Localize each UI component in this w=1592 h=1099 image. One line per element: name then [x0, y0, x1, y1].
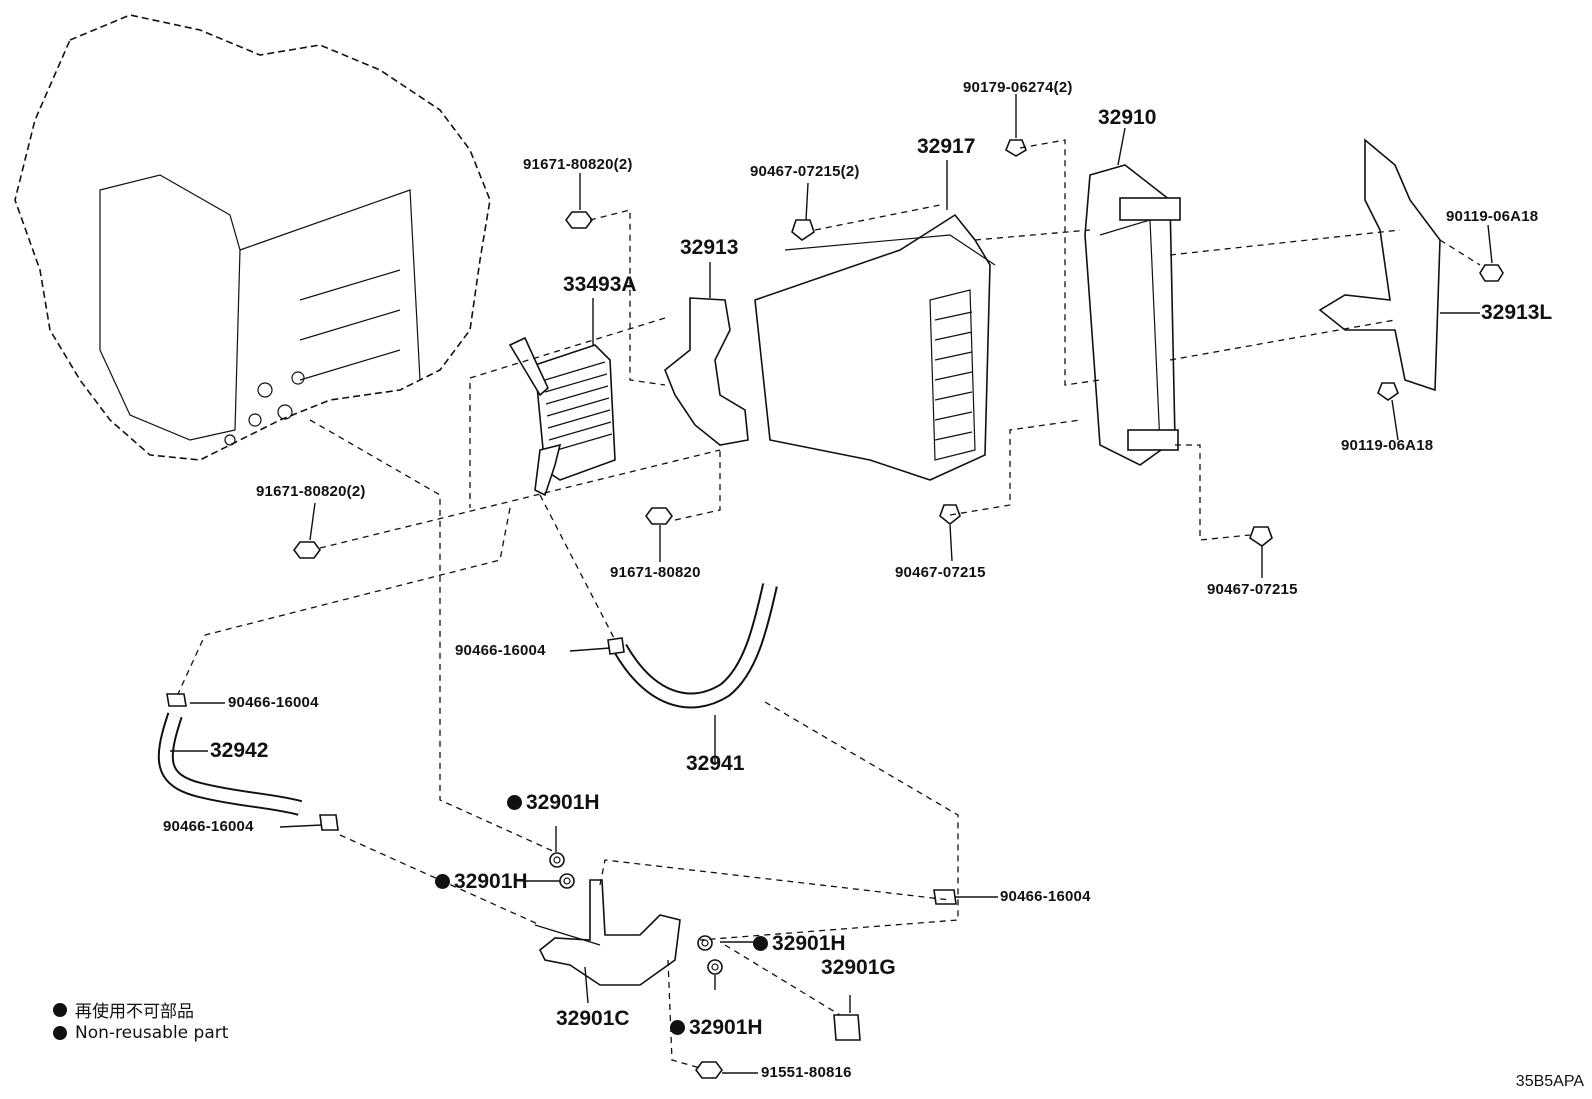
label-bolt-right: 90119-06A18 [1446, 208, 1539, 225]
label-bolt-right-low: 90119-06A18 [1341, 437, 1434, 454]
legend-line-japanese: 再使用不可部品 [53, 997, 194, 1022]
label-bracket-32913: 32913 [680, 236, 739, 259]
label-gasket-2: 32901H [435, 871, 528, 892]
label-clip-bottom-right: 90467-07215 [1207, 581, 1298, 598]
bracket-32913 [664, 297, 749, 446]
gasket-3-number: 32901H [772, 932, 846, 955]
non-reusable-mark [670, 1020, 685, 1035]
gasket-1-number: 32901H [526, 791, 600, 814]
gasket-4-number: 32901H [689, 1016, 763, 1039]
label-pipe-32901c: 32901C [556, 1007, 630, 1030]
label-hose-32941: 32941 [686, 752, 745, 775]
legend-text-english: Non-reusable part [75, 1023, 229, 1043]
leader-lines [170, 94, 1493, 1074]
label-gasket-4: 32901H [670, 1017, 763, 1038]
non-reusable-mark [435, 874, 450, 889]
label-gasket-3: 32901H [753, 933, 846, 954]
non-reusable-mark [507, 795, 522, 810]
legend-dot [53, 1002, 67, 1017]
hardware [166, 139, 1504, 1079]
air-duct-32917 [754, 213, 996, 481]
label-hose-32942: 32942 [210, 739, 269, 762]
label-clamp-left: 90466-16004 [228, 694, 319, 711]
label-clip-bottom-center: 90467-07215 [895, 564, 986, 581]
legend-dot [53, 1026, 67, 1040]
legend-line-english: Non-reusable part [53, 1023, 228, 1043]
bracket-32913l [1318, 138, 1441, 392]
gasket-2-number: 32901H [454, 870, 528, 893]
legend-text-japanese: 再使用不可部品 [75, 1002, 194, 1022]
hose-32942 [157, 712, 303, 816]
label-bracket-32913l: 32913L [1481, 301, 1553, 324]
assembly-lines [177, 139, 1481, 1069]
label-clamp-right: 90466-16004 [1000, 888, 1091, 905]
label-clip-32917-top: 90467-07215(2) [750, 163, 860, 180]
cooler-32910 [1084, 164, 1181, 466]
label-cooler-32910: 32910 [1098, 106, 1157, 129]
label-duct-32917: 32917 [917, 135, 976, 158]
label-gasket-1: 32901H [507, 792, 600, 813]
oil-cooler-33493a [508, 336, 616, 497]
hose-32941 [613, 583, 778, 709]
label-bolt-top-left: 91671-80820(2) [523, 156, 633, 173]
label-cooler-33493a: 33493A [563, 273, 637, 296]
label-bolt-mid-left: 91671-80820(2) [256, 483, 366, 500]
diagram-code: 35B5APA [1515, 1073, 1584, 1090]
label-union-bolt: 32901G [821, 956, 896, 979]
label-bolt-center: 91671-80820 [610, 564, 701, 581]
non-reusable-mark [753, 936, 768, 951]
pipe-32901c [534, 879, 681, 986]
label-nut-top: 90179-06274(2) [963, 79, 1073, 96]
label-clamp-upper: 90466-16004 [455, 642, 546, 659]
label-clamp-left-low: 90466-16004 [163, 818, 254, 835]
transaxle-housing [14, 14, 491, 461]
label-bolt-bottom: 91551-80816 [761, 1064, 852, 1081]
